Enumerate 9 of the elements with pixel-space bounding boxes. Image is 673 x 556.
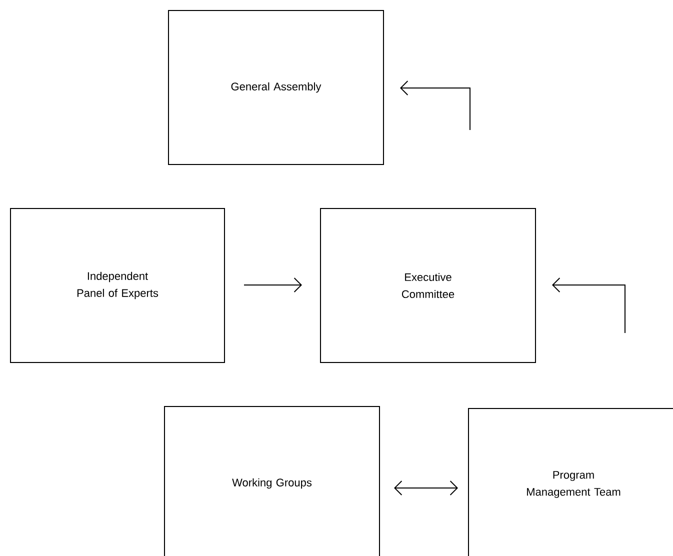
arrow — [394, 480, 458, 496]
box: General Assembly — [168, 10, 384, 165]
arrow — [552, 278, 626, 334]
arrow — [400, 80, 470, 130]
box: Working Groups — [164, 406, 380, 556]
box: Program Management Team — [468, 408, 673, 556]
box: Independent Panel of Experts — [10, 208, 225, 363]
arrow — [244, 278, 302, 292]
box: Executive Committee — [320, 208, 536, 363]
